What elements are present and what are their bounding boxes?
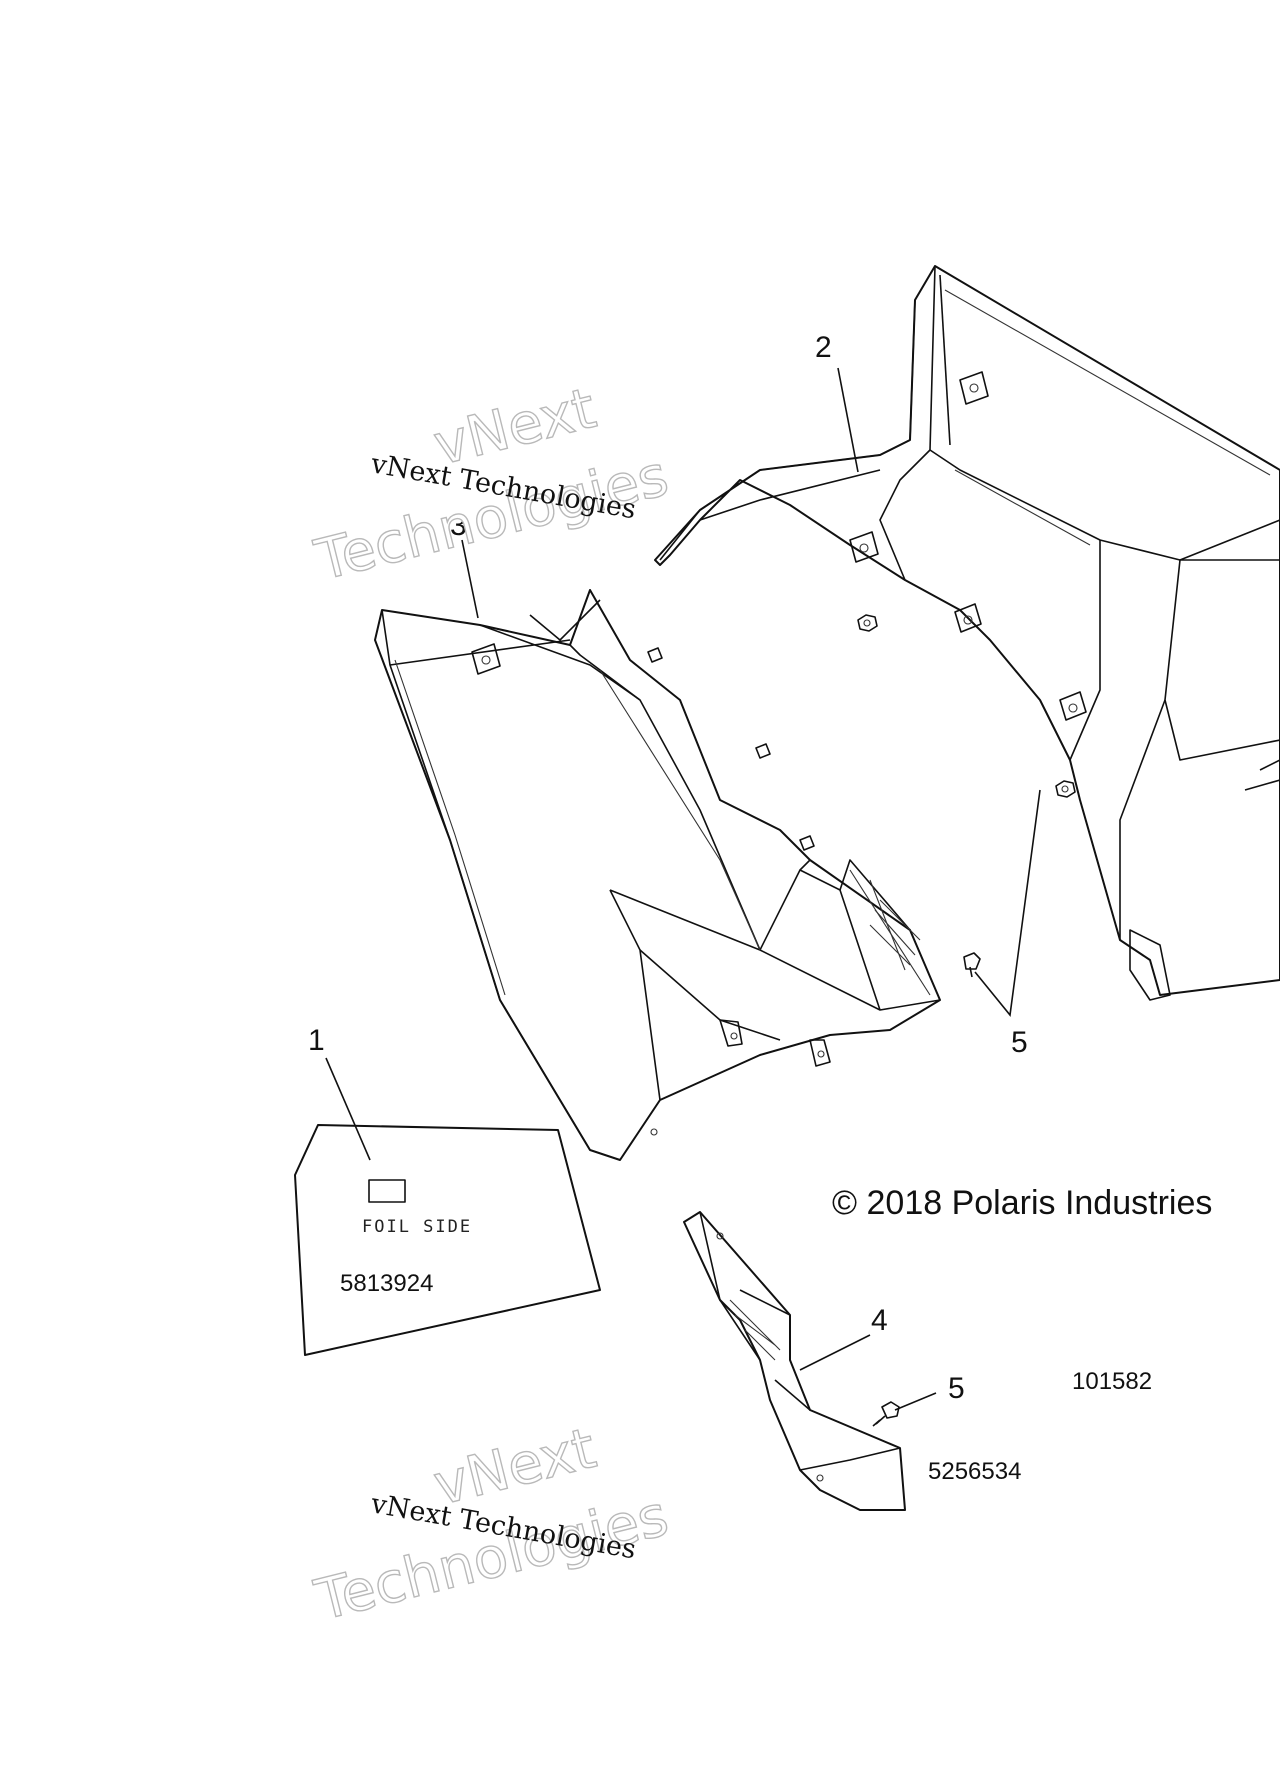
nut-fastener xyxy=(857,614,878,632)
watermark-upper: vNext Technologies vNext Technologies xyxy=(308,375,675,594)
part-3-side-fender xyxy=(374,589,941,1161)
part-number-bracket: 5256534 xyxy=(928,1458,1021,1485)
watermark-lower: vNext Technologies vNext Technologies xyxy=(308,1415,675,1634)
figure-id: 101582 xyxy=(1072,1368,1152,1395)
part-number-foil-sheet: 5813924 xyxy=(340,1270,433,1297)
callout-5-upper: 5 xyxy=(1011,1026,1028,1059)
leader-lines xyxy=(325,367,1041,1411)
part-4-bracket xyxy=(683,1211,906,1511)
part-2-rear-fender xyxy=(654,265,1280,1001)
callout-3: 3 xyxy=(450,509,467,542)
callout-5-lower: 5 xyxy=(948,1372,965,1405)
foil-side-label: FOIL SIDE xyxy=(362,1217,472,1237)
screw-fastener xyxy=(872,1401,900,1427)
callout-2: 2 xyxy=(815,331,832,364)
nut-fastener xyxy=(1055,780,1076,798)
callout-1: 1 xyxy=(308,1024,325,1057)
part-1-foil-sheet: FOIL SIDE 5813924 xyxy=(294,1124,601,1356)
screw-fastener xyxy=(963,952,981,978)
callout-4: 4 xyxy=(871,1304,888,1337)
copyright-notice: © 2018 Polaris Industries xyxy=(832,1184,1212,1222)
